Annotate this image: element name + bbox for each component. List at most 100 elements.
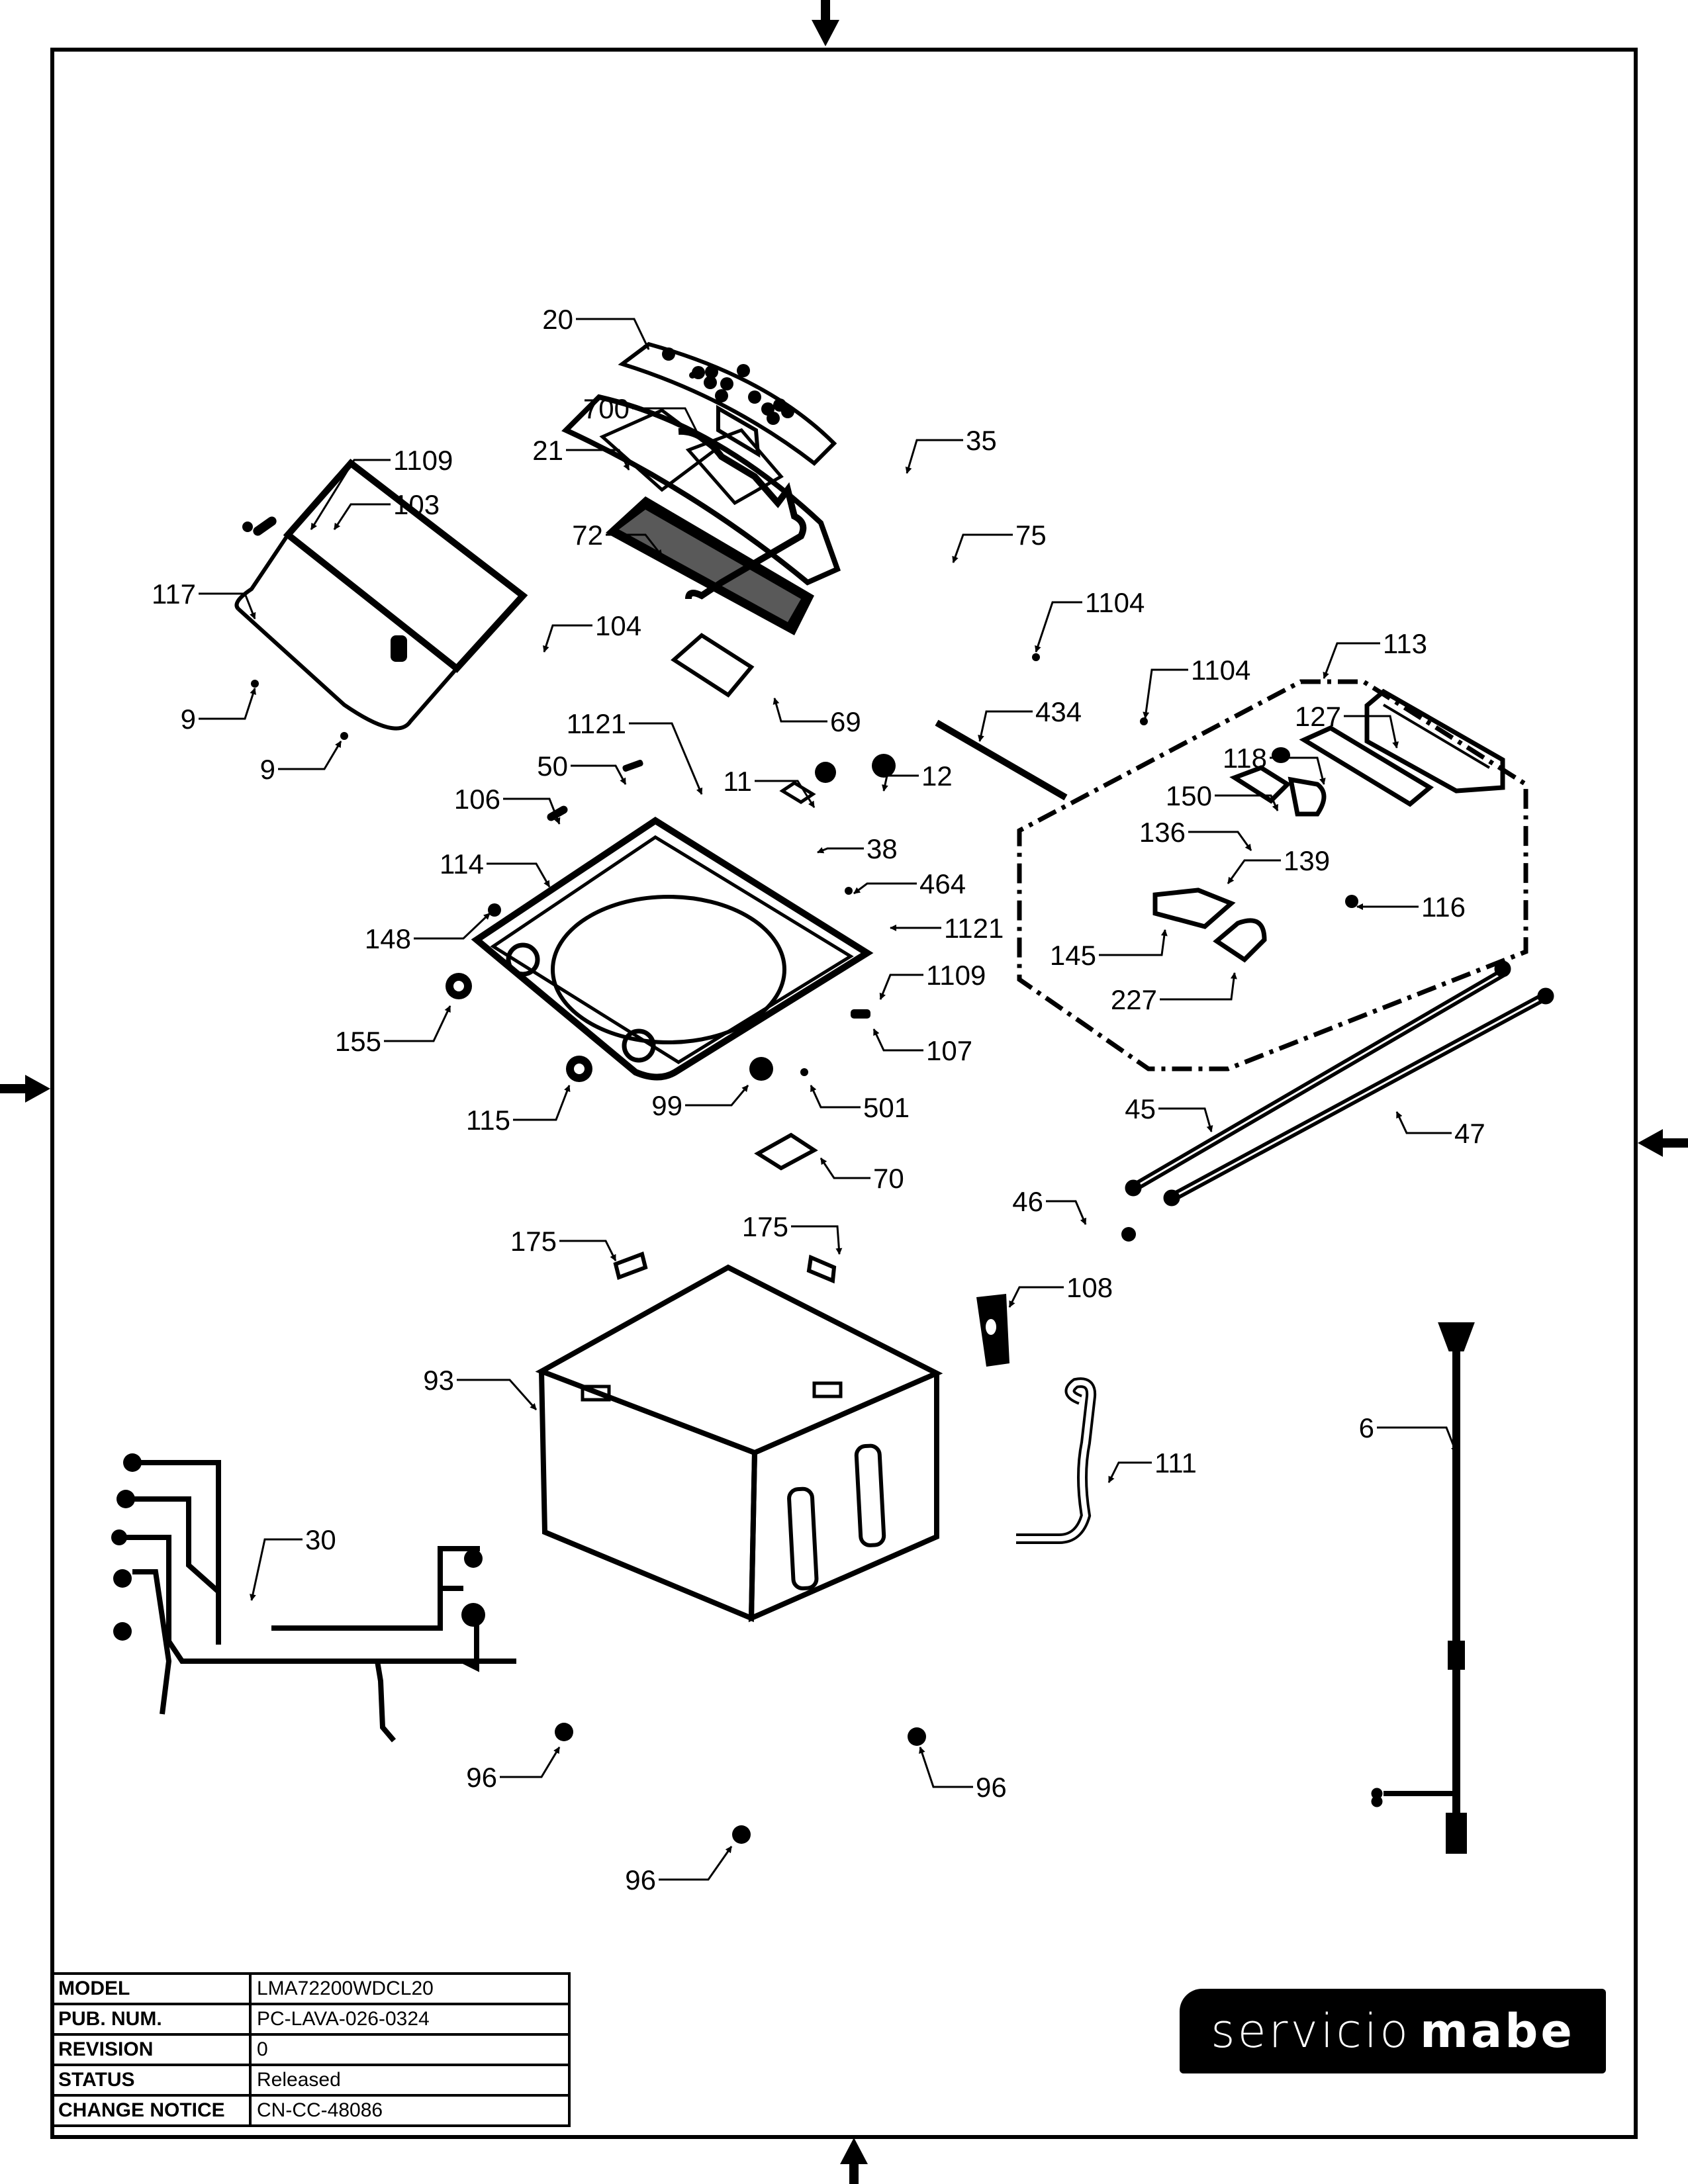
callout-number: 111 bbox=[1154, 1447, 1197, 1479]
logo-word-mabe: mabe bbox=[1420, 2004, 1575, 2058]
callout-number: 116 bbox=[1421, 891, 1466, 923]
title-block-value: CN-CC-48086 bbox=[249, 2094, 571, 2127]
callout-number: 50 bbox=[537, 751, 568, 782]
callout-number: 118 bbox=[1223, 743, 1267, 774]
callout-number: 69 bbox=[830, 706, 861, 737]
callout-12: 12 bbox=[882, 760, 953, 792]
callout-leader-line bbox=[199, 592, 256, 619]
small-fasteners bbox=[251, 372, 1148, 740]
title-block-key: PUB. NUM. bbox=[50, 2003, 252, 2036]
callout-number: 114 bbox=[440, 848, 484, 880]
part-127-dispenser-drawer bbox=[1364, 688, 1505, 794]
title-block-value: PC-LAVA-026-0324 bbox=[249, 2003, 571, 2036]
callout-leader-line bbox=[513, 1085, 571, 1121]
callout-leader-line bbox=[543, 624, 592, 653]
callout-175: 175 bbox=[742, 1211, 843, 1255]
callout-number: 93 bbox=[423, 1365, 454, 1396]
callout-leader-line bbox=[1344, 715, 1399, 749]
callout-number: 47 bbox=[1454, 1118, 1485, 1149]
callout-leader-line bbox=[879, 974, 923, 1000]
callout-464: 464 bbox=[853, 868, 966, 899]
part-11-valve bbox=[815, 762, 836, 783]
part-69-interface-board bbox=[671, 633, 755, 698]
part-38-label bbox=[779, 781, 816, 804]
callout-number: 175 bbox=[510, 1226, 557, 1257]
callout-35: 35 bbox=[905, 425, 997, 474]
callout-leader-line bbox=[872, 1028, 923, 1052]
callout-leader-line bbox=[457, 1379, 538, 1410]
part-115-cap bbox=[566, 1056, 592, 1082]
callout-70: 70 bbox=[820, 1158, 904, 1194]
callout-leader-line bbox=[1323, 642, 1380, 679]
callout-72: 72 bbox=[572, 520, 663, 557]
title-block: MODEL LMA72200WDCL20 PUB. NUM. PC-LAVA-0… bbox=[50, 1972, 571, 2127]
callout-number: 99 bbox=[651, 1090, 682, 1121]
callout-leader-line bbox=[659, 1846, 733, 1881]
callout-1109: 1109 bbox=[879, 960, 986, 1000]
top-center-arrow-icon bbox=[812, 0, 839, 46]
callout-number: 96 bbox=[466, 1762, 497, 1793]
callout-leader-line bbox=[1160, 972, 1237, 1001]
callout-116: 116 bbox=[1356, 891, 1466, 923]
part-139-housing bbox=[1288, 776, 1327, 817]
callout-leader-line bbox=[685, 1085, 749, 1107]
part-155-cap bbox=[445, 973, 472, 999]
callout-108: 108 bbox=[1008, 1272, 1113, 1308]
callout-leader-line bbox=[414, 912, 491, 940]
title-block-key: CHANGE NOTICE bbox=[50, 2094, 252, 2127]
part-501-screw bbox=[800, 1068, 808, 1076]
part-30-main-wire-harness bbox=[111, 1453, 516, 1743]
callout-number: 70 bbox=[873, 1163, 904, 1194]
callout-number: 46 bbox=[1012, 1186, 1043, 1217]
callout-38: 38 bbox=[817, 833, 898, 864]
part-50-switch bbox=[622, 759, 643, 772]
part-72-control-board bbox=[606, 496, 814, 635]
callout-175: 175 bbox=[510, 1226, 617, 1261]
part-434-rod bbox=[935, 719, 1068, 801]
callout-number: 75 bbox=[1015, 520, 1047, 551]
title-block-row-change-notice: CHANGE NOTICE CN-CC-48086 bbox=[50, 2094, 571, 2127]
callout-leader-line bbox=[632, 407, 703, 442]
callout-number: 108 bbox=[1066, 1272, 1113, 1303]
callout-number: 155 bbox=[335, 1026, 381, 1057]
servicio-mabe-logo: servicio mabe bbox=[1180, 1989, 1606, 2073]
part-107-switch bbox=[851, 1009, 870, 1019]
callout-115: 115 bbox=[466, 1085, 571, 1136]
callout-leader-line bbox=[978, 710, 1033, 742]
callout-118: 118 bbox=[1223, 743, 1326, 785]
callout-leader-line bbox=[791, 1225, 843, 1255]
part-227-cup bbox=[1213, 918, 1267, 963]
callout-leader-line bbox=[566, 449, 630, 471]
callout-leader-line bbox=[1158, 1107, 1213, 1132]
callout-96: 96 bbox=[919, 1747, 1007, 1803]
callout-number: 11 bbox=[723, 766, 752, 797]
callout-93: 93 bbox=[423, 1365, 538, 1410]
part-114-top-cover bbox=[471, 817, 874, 1081]
part-111-drain-hose bbox=[1016, 1377, 1097, 1544]
callout-45: 45 bbox=[1125, 1093, 1213, 1132]
callout-number: 148 bbox=[365, 923, 411, 954]
callout-117: 117 bbox=[152, 578, 256, 619]
part-150-cap bbox=[1272, 747, 1290, 763]
part-96-feet bbox=[555, 1723, 926, 1844]
callout-148: 148 bbox=[365, 912, 491, 954]
callout-139: 139 bbox=[1227, 845, 1330, 884]
callout-number: 38 bbox=[867, 833, 898, 864]
part-175-pads bbox=[613, 1251, 837, 1284]
part-136-valve bbox=[1229, 765, 1291, 804]
part-20-console-overlay bbox=[618, 341, 837, 466]
callout-number: 136 bbox=[1139, 817, 1186, 848]
callout-leader-line bbox=[1395, 1111, 1452, 1134]
part-99-pressure-switch bbox=[749, 1057, 773, 1081]
callout-number: 127 bbox=[1295, 701, 1341, 732]
callout-number: 30 bbox=[305, 1524, 336, 1555]
callout-number: 139 bbox=[1284, 845, 1330, 876]
callout-leader-line bbox=[817, 847, 864, 854]
callout-434: 434 bbox=[978, 696, 1082, 742]
callout-6: 6 bbox=[1359, 1412, 1458, 1453]
callout-leader-line bbox=[199, 688, 256, 720]
title-block-row-status: STATUS Released bbox=[50, 2064, 571, 2097]
callout-69: 69 bbox=[773, 698, 861, 737]
